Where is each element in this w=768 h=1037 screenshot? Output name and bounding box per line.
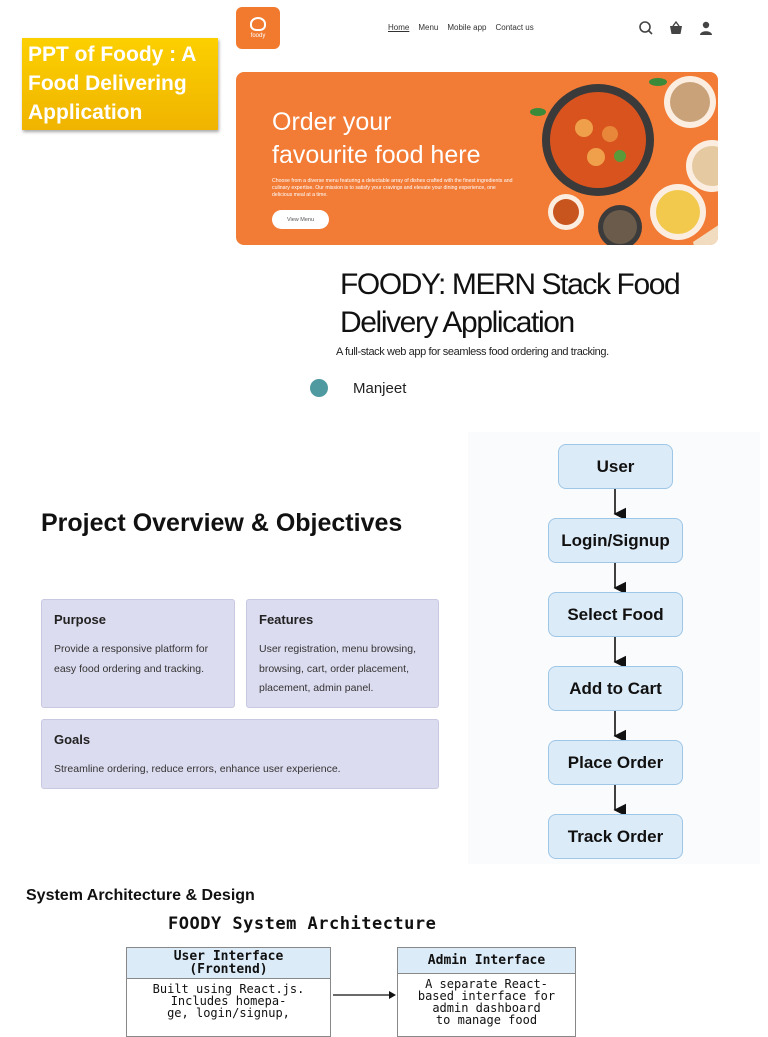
nav-menu[interactable]: Menu [418,23,439,32]
features-card: Features User registration, menu browsin… [246,599,439,708]
flow-arrows [613,489,627,817]
main-nav: Home Menu Mobile app Contact us [388,23,534,32]
chef-hat-icon [250,17,266,31]
food-bowls-image [530,76,718,245]
basket-icon[interactable] [668,20,684,36]
flow-step-track-order: Track Order [548,814,683,859]
architecture-arrow [333,991,396,999]
banner-line-1: PPT of Foody : A [28,43,197,66]
project-subtitle: A full-stack web app for seamless food o… [336,346,609,358]
overview-heading: Project Overview & Objectives [41,509,403,537]
hero-description: Choose from a diverse menu featuring a d… [272,178,513,198]
banner-line-3: Application [28,101,143,124]
goals-title: Goals [54,732,91,747]
nav-contact[interactable]: Contact us [495,23,534,32]
features-title: Features [259,612,314,627]
goals-text: Streamline ordering, reduce errors, enha… [54,763,341,775]
user-flow-diagram: User Login/Signup Select Food Add to Car… [468,432,760,864]
architecture-heading: System Architecture & Design [26,887,255,904]
flow-step-user: User [558,444,673,489]
hero-heading-line-2: favourite food here [272,141,481,169]
frontend-box: User Interface (Frontend) Built using Re… [126,947,331,1037]
admin-box: Admin Interface A separate React- based … [397,947,576,1037]
logo-text: foody [250,33,266,39]
admin-text: A separate React- based interface for ad… [417,977,556,1027]
flow-step-select-food: Select Food [548,592,683,637]
nav-mobile-app[interactable]: Mobile app [447,23,487,32]
goals-card: Goals Streamline ordering, reduce errors… [41,719,439,789]
hero-heading-line-1: Order your [272,108,392,136]
hero-heading: Order your favourite food here [272,106,480,172]
foody-logo[interactable]: foody [236,7,280,49]
frontend-title: User Interface (Frontend) [127,948,330,979]
project-title: FOODY: MERN Stack Food Delivery Applicat… [340,266,740,342]
purpose-text: Provide a responsive platform for easy f… [54,643,209,675]
author-name: Manjeet [353,380,407,397]
admin-title: Admin Interface [398,948,575,974]
frontend-text: Built using React.js. Includes homepa- g… [152,982,305,1020]
hero-banner: Order your favourite food here Choose fr… [236,72,718,245]
features-text: User registration, menu browsing, browsi… [259,643,416,694]
architecture-diagram-title: FOODY System Architecture [168,914,437,934]
profile-icon[interactable] [698,20,714,36]
project-title-line-1: FOODY: MERN Stack Food [340,268,681,301]
purpose-title: Purpose [54,612,107,627]
search-icon[interactable] [638,20,654,36]
view-menu-button[interactable]: View Menu [272,210,329,229]
flow-step-add-to-cart: Add to Cart [548,666,683,711]
project-title-line-2: Delivery Application [340,306,575,339]
purpose-card: Purpose Provide a responsive platform fo… [41,599,235,708]
banner-line-2: Food Delivering [28,72,187,95]
flow-step-login: Login/Signup [548,518,683,563]
author-avatar [310,379,328,397]
nav-home[interactable]: Home [388,23,410,32]
flow-step-place-order: Place Order [548,740,683,785]
ppt-title-banner: PPT of Foody : A Food Delivering Applica… [22,38,218,130]
